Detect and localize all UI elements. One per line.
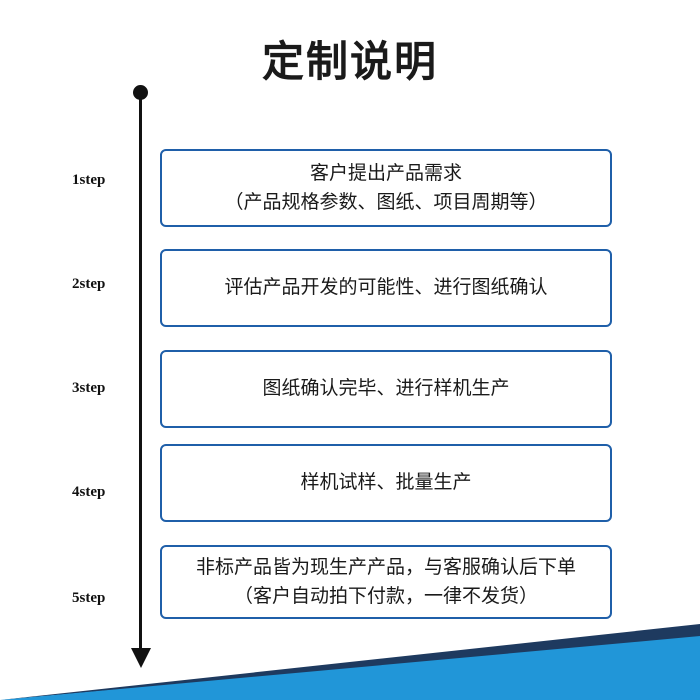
step-2-line-1: 评估产品开发的可能性、进行图纸确认 xyxy=(224,277,548,299)
step-label-1: 1step xyxy=(72,172,106,188)
step-label-2: 2step xyxy=(72,276,106,292)
step-label-3: 3step xyxy=(72,380,106,396)
page-title: 定制说明 xyxy=(261,38,438,85)
timeline-start-dot xyxy=(133,85,148,100)
step-5-line-1: 非标产品皆为现生产产品，与客服确认后下单 xyxy=(195,556,576,578)
step-label-5: 5step xyxy=(72,590,106,606)
step-box-2: 评估产品开发的可能性、进行图纸确认 xyxy=(160,249,612,327)
step-1-line-2: （产品规格参数、图纸、项目周期等） xyxy=(224,192,548,213)
step-5-line-2: （客户自动拍下付款，一律不发货） xyxy=(233,586,538,607)
timeline-arrowhead-icon xyxy=(131,648,151,668)
step-box-4: 样机试样、批量生产 xyxy=(160,444,612,522)
ribbon-dark-band xyxy=(0,624,700,700)
step-box-3: 图纸确认完毕、进行样机生产 xyxy=(160,350,612,428)
ribbon-light-band xyxy=(0,636,700,700)
step-label-4: 4step xyxy=(72,484,106,500)
step-1-line-1: 客户提出产品需求 xyxy=(309,162,462,184)
timeline-line xyxy=(139,96,142,653)
bottom-decorative-ribbon xyxy=(0,624,700,700)
step-4-line-1: 样机试样、批量生产 xyxy=(300,472,472,494)
step-box-1: 客户提出产品需求 （产品规格参数、图纸、项目周期等） xyxy=(160,149,612,227)
step-3-line-1: 图纸确认完毕、进行样机生产 xyxy=(262,378,510,400)
step-box-5: 非标产品皆为现生产产品，与客服确认后下单 （客户自动拍下付款，一律不发货） xyxy=(160,545,612,619)
